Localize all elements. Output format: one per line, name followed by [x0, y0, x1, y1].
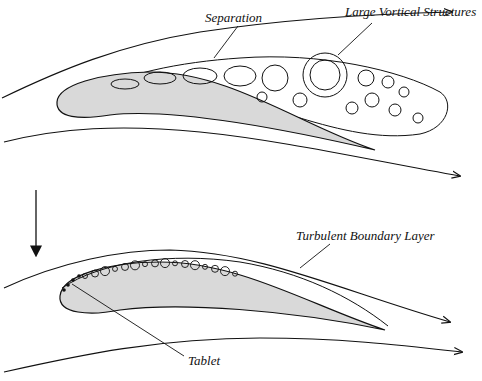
tablet-label: Tablet [188, 353, 220, 368]
eddy [152, 260, 159, 267]
tablets [62, 274, 81, 292]
eddy [92, 270, 99, 277]
bottom-streamlines [4, 250, 462, 372]
leader-lines [72, 23, 372, 356]
eddy [182, 261, 189, 268]
vortex-label: Large Vortical Structures [345, 4, 476, 19]
eddy [101, 267, 110, 276]
eddy [233, 271, 238, 276]
boundary-layer-edge [62, 258, 388, 326]
airfoil-bottom [60, 262, 385, 330]
boundary-layer-eddies [83, 259, 238, 279]
top-streamlines [2, 12, 460, 176]
eddy [113, 266, 118, 271]
eddy [83, 274, 88, 279]
eddy [221, 267, 230, 276]
airfoil-top [57, 72, 375, 150]
eddy [191, 261, 200, 270]
eddy [173, 261, 178, 266]
vortices [111, 53, 423, 123]
eddy [161, 259, 170, 268]
separation-label: Separation [205, 10, 262, 25]
eddy [212, 265, 219, 272]
eddy [143, 262, 148, 267]
eddy [122, 263, 129, 270]
transition-arrow [35, 190, 36, 255]
eddy [131, 261, 140, 270]
eddy [203, 264, 208, 269]
boundary-layer-label: Turbulent Boundary Layer [296, 228, 435, 243]
